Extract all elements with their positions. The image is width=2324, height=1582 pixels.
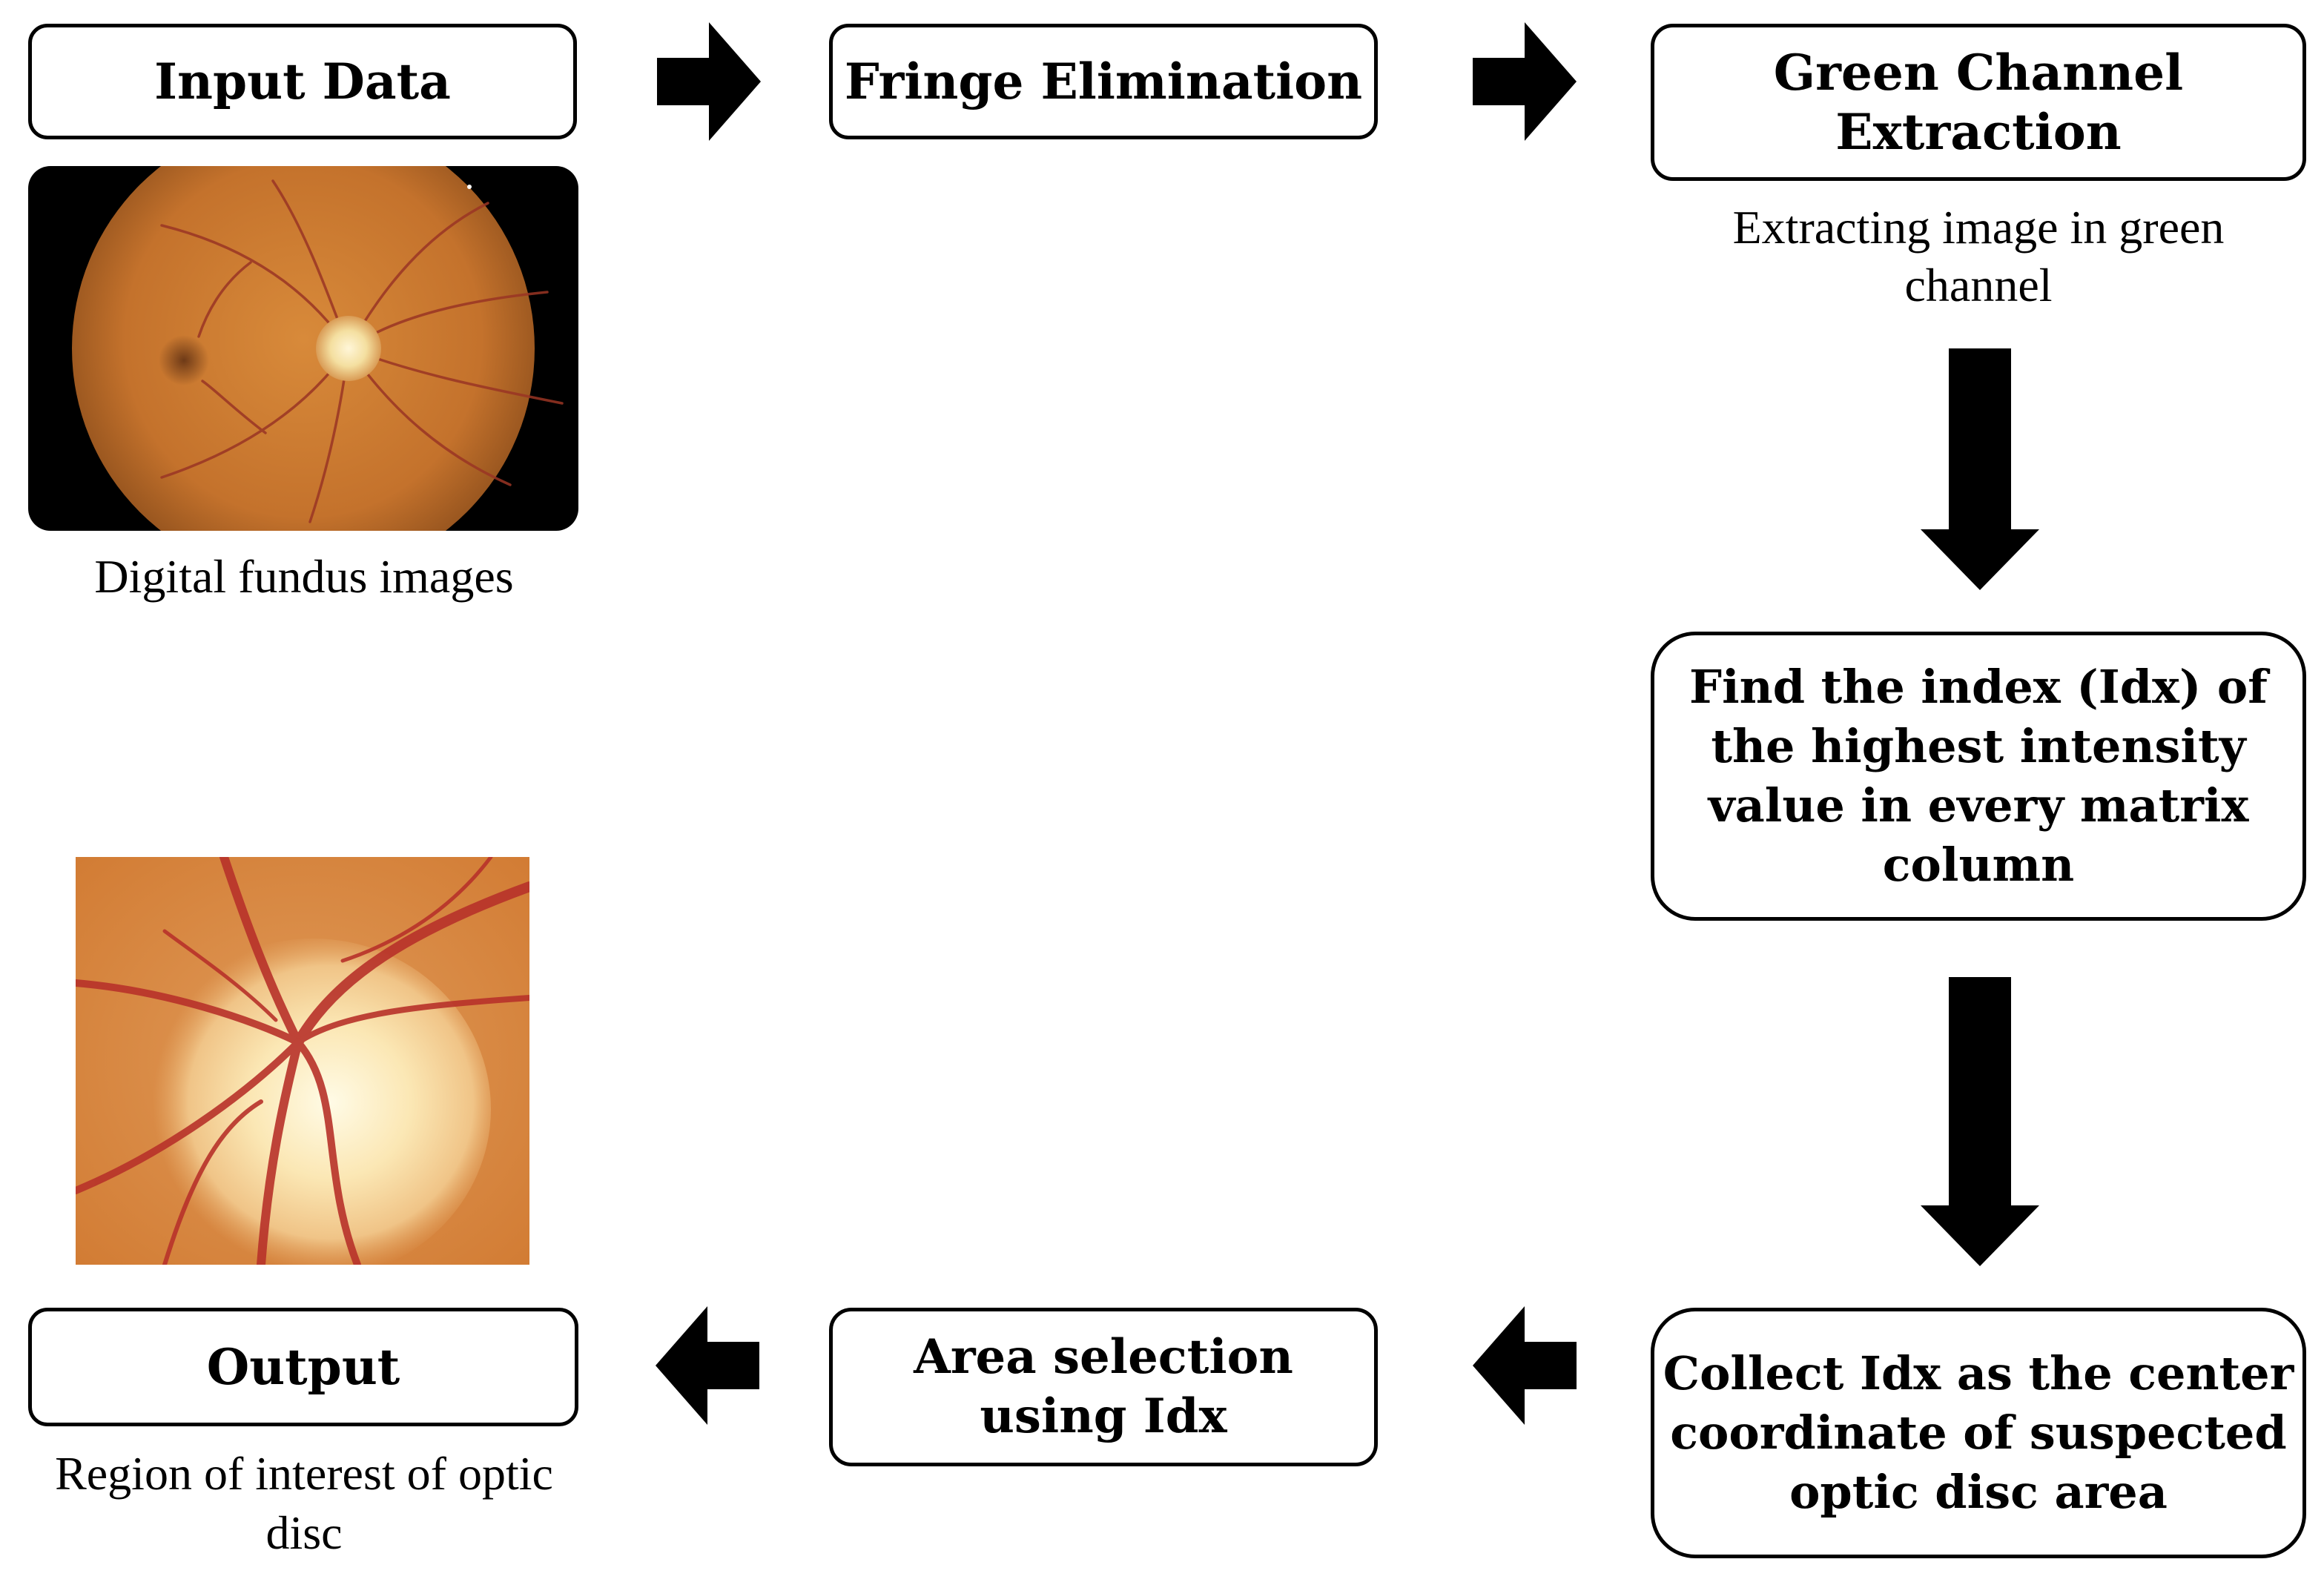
find-index-label: Find the index (Idx) of the highest inte… <box>1689 660 2268 892</box>
digital-fundus-caption: Digital fundus images <box>94 550 514 603</box>
arrow-find-to-collect <box>1921 977 2039 1266</box>
output-label: Output <box>206 1338 400 1396</box>
input-data-box: Input Data <box>28 24 577 139</box>
arrow-input-to-fringe <box>657 22 761 141</box>
output-box: Output <box>28 1308 578 1426</box>
area-selection-box: Area selection using Idx <box>829 1308 1378 1466</box>
fundus-image <box>28 166 578 531</box>
arrow-fringe-to-green <box>1473 22 1577 141</box>
collect-idx-label: Collect Idx as the center coordinate of … <box>1663 1346 2294 1519</box>
extracting-green-caption: Extracting image in green channel <box>1732 201 2225 311</box>
collect-idx-box: Collect Idx as the center coordinate of … <box>1651 1308 2306 1558</box>
arrow-area-to-output <box>656 1306 759 1425</box>
fringe-elimination-label: Fringe Elimination <box>844 53 1363 110</box>
arrow-green-to-find <box>1921 348 2039 590</box>
green-channel-label: Green Channel Extraction <box>1773 44 2184 161</box>
find-index-box: Find the index (Idx) of the highest inte… <box>1651 632 2306 921</box>
input-data-label: Input Data <box>154 53 451 110</box>
area-selection-label: Area selection using Idx <box>914 1329 1293 1444</box>
region-of-interest-caption: Region of interest of optic disc <box>55 1447 553 1559</box>
fringe-elimination-box: Fringe Elimination <box>829 24 1378 139</box>
optic-disc-image <box>76 857 529 1265</box>
arrow-collect-to-area <box>1473 1306 1577 1425</box>
green-channel-box: Green Channel Extraction <box>1651 24 2306 181</box>
